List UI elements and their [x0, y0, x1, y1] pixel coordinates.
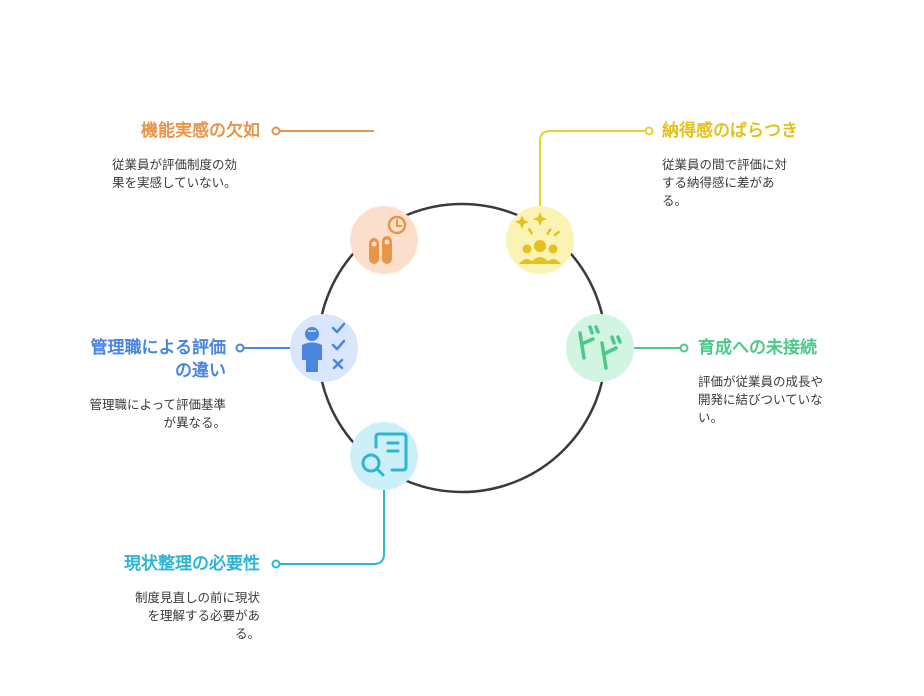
item-desc-line: る。: [234, 626, 260, 641]
fingers-clock-icon: [369, 215, 407, 264]
item-desc-line: 制度見直しの前に現状: [134, 590, 260, 605]
connector-dot-yellow: [644, 126, 654, 136]
item-desc-blue: 管理職によって評価基準 が異なる。: [89, 396, 226, 432]
item-desc-line: を理解する必要があ: [147, 608, 260, 623]
node-orange: [350, 206, 418, 274]
item-title-green: 育成への未接続: [698, 338, 817, 358]
item-desc-line: 従業員が評価制度の効: [112, 157, 238, 172]
item-title-orange: 機能実感の欠如: [141, 121, 260, 141]
item-desc-yellow: 従業員の間で評価に対 する納得感に差があ る。: [662, 156, 787, 210]
item-desc-green: 評価が従業員の成長や 開発に結びついていな い。: [698, 373, 823, 427]
node-blue: [290, 314, 358, 382]
item-title-line: 管理職による評価: [90, 338, 227, 358]
connector-dot-cyan: [271, 559, 281, 569]
connector-yellow: [539, 130, 649, 206]
node-green: [566, 314, 634, 382]
item-title-line: の違い: [175, 361, 226, 381]
item-desc-line: い。: [698, 410, 724, 425]
connector-dot-blue: [235, 343, 245, 353]
item-desc-line: する納得感に差があ: [662, 175, 775, 190]
connector-dot-green: [679, 343, 689, 353]
item-desc-orange: 従業員が評価制度の効 果を実感していない。: [112, 156, 237, 192]
item-desc-line: 従業員の間で評価に対: [662, 157, 788, 172]
item-desc-line: が異なる。: [163, 415, 226, 430]
item-desc-line: る。: [662, 193, 688, 208]
group-sparkle-icon: [515, 212, 561, 264]
item-title-yellow: 納得感のばらつき: [662, 121, 798, 141]
connector-cyan: [276, 490, 385, 565]
person-checklist-icon: [302, 322, 346, 372]
item-desc-line: 果を実感していない。: [112, 175, 237, 190]
growth-arrows-icon: [578, 325, 622, 370]
node-yellow: [506, 206, 574, 274]
document-search-icon: [361, 432, 408, 477]
item-title-blue: 管理職による評価 の違い: [91, 337, 227, 383]
item-desc-cyan: 制度見直しの前に現状 を理解する必要があ る。: [135, 589, 260, 643]
item-desc-line: 評価が従業員の成長や: [698, 374, 824, 389]
item-desc-line: 開発に結びついていな: [698, 392, 823, 407]
item-desc-line: 管理職によって評価基準: [89, 397, 226, 412]
node-cyan: [350, 422, 418, 490]
connector-dot-orange: [271, 126, 281, 136]
item-title-cyan: 現状整理の必要性: [124, 554, 260, 574]
